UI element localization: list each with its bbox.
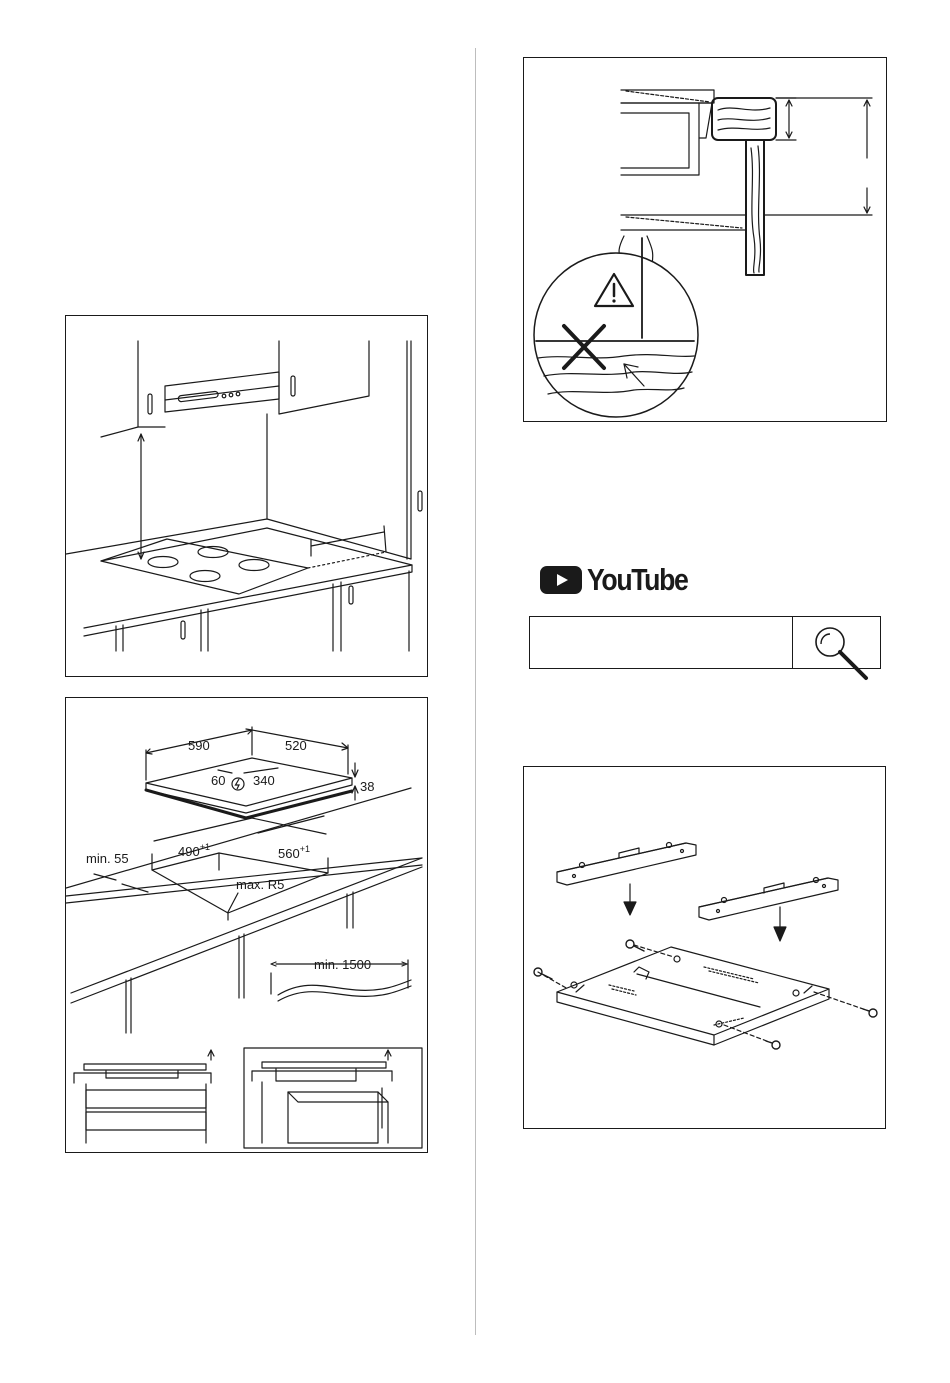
hob-width-label: 590: [188, 738, 210, 753]
search-input[interactable]: [530, 617, 792, 668]
dimensions-drawing: 590 520 60 340 38 490+1 560+1 min. 55 ma…: [66, 698, 427, 1152]
cable-length-label: min. 1500: [314, 957, 371, 972]
kitchen-drawing: [66, 316, 427, 676]
column-divider: [475, 48, 476, 1335]
corner-radius-label: max. R5: [236, 877, 284, 892]
figure-kitchen-overview: [65, 315, 428, 677]
cross-mark-icon: [564, 326, 604, 368]
min-edge-distance-label: min. 55: [86, 851, 129, 866]
youtube-wordmark: YouTube: [587, 563, 687, 597]
figure-worktop-warning: [523, 57, 887, 422]
power-connection-icon: [232, 778, 244, 790]
figure-dimensions: 590 520 60 340 38 490+1 560+1 min. 55 ma…: [65, 697, 428, 1153]
connection-distance-label: 340: [253, 773, 275, 788]
hob-height-label: 38: [360, 779, 374, 794]
play-icon: [540, 566, 582, 594]
magnifier-icon: [793, 617, 880, 668]
warning-triangle-icon: [595, 274, 633, 306]
warning-symbols: [524, 58, 886, 421]
connection-offset-label: 60: [211, 773, 225, 788]
hob-depth-label: 520: [285, 738, 307, 753]
figure-mounting-brackets: [523, 766, 886, 1129]
search-button[interactable]: [793, 617, 880, 668]
video-search-box: [529, 616, 881, 669]
youtube-logo: YouTube: [540, 563, 682, 597]
brackets-drawing: [524, 767, 885, 1128]
cutout-depth-label: 560+1: [278, 844, 310, 861]
